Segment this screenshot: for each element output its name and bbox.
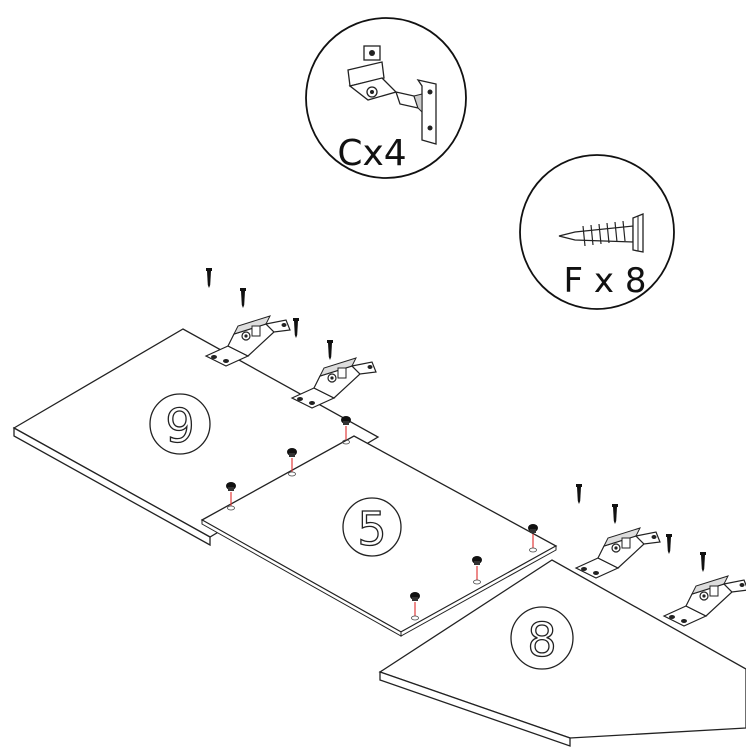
panel-5-label-circle bbox=[342, 497, 402, 557]
panel-9-label: 9 bbox=[165, 399, 194, 453]
screw-icon bbox=[612, 504, 618, 524]
screw-icon bbox=[666, 534, 672, 554]
hinge-9a bbox=[205, 315, 291, 367]
panel-8-label: 8 bbox=[527, 613, 556, 667]
hinge-8a bbox=[575, 527, 661, 579]
hinge-9b bbox=[291, 357, 377, 409]
panel-8-label-circle bbox=[510, 606, 574, 670]
screw-icon bbox=[700, 552, 706, 572]
screw-icon bbox=[240, 288, 246, 308]
hinge-8b bbox=[663, 575, 746, 627]
screw-icon bbox=[206, 268, 212, 288]
panel-8: 8 bbox=[378, 559, 746, 747]
screw-icon bbox=[327, 340, 333, 360]
panel-5: 5 bbox=[200, 435, 558, 637]
screw-icon bbox=[293, 318, 299, 338]
hinge-icon bbox=[347, 45, 437, 145]
panel-5-label: 5 bbox=[357, 502, 386, 556]
hinge-callout: Cx4 bbox=[305, 17, 467, 179]
hinge-callout-label: Cx4 bbox=[337, 133, 406, 174]
screw-callout-label: F x 8 bbox=[564, 261, 647, 301]
screw-icon bbox=[576, 484, 582, 504]
screw-callout: F x 8 bbox=[519, 154, 675, 310]
screw-icon bbox=[558, 213, 644, 253]
panel-9-label-circle bbox=[149, 393, 211, 455]
